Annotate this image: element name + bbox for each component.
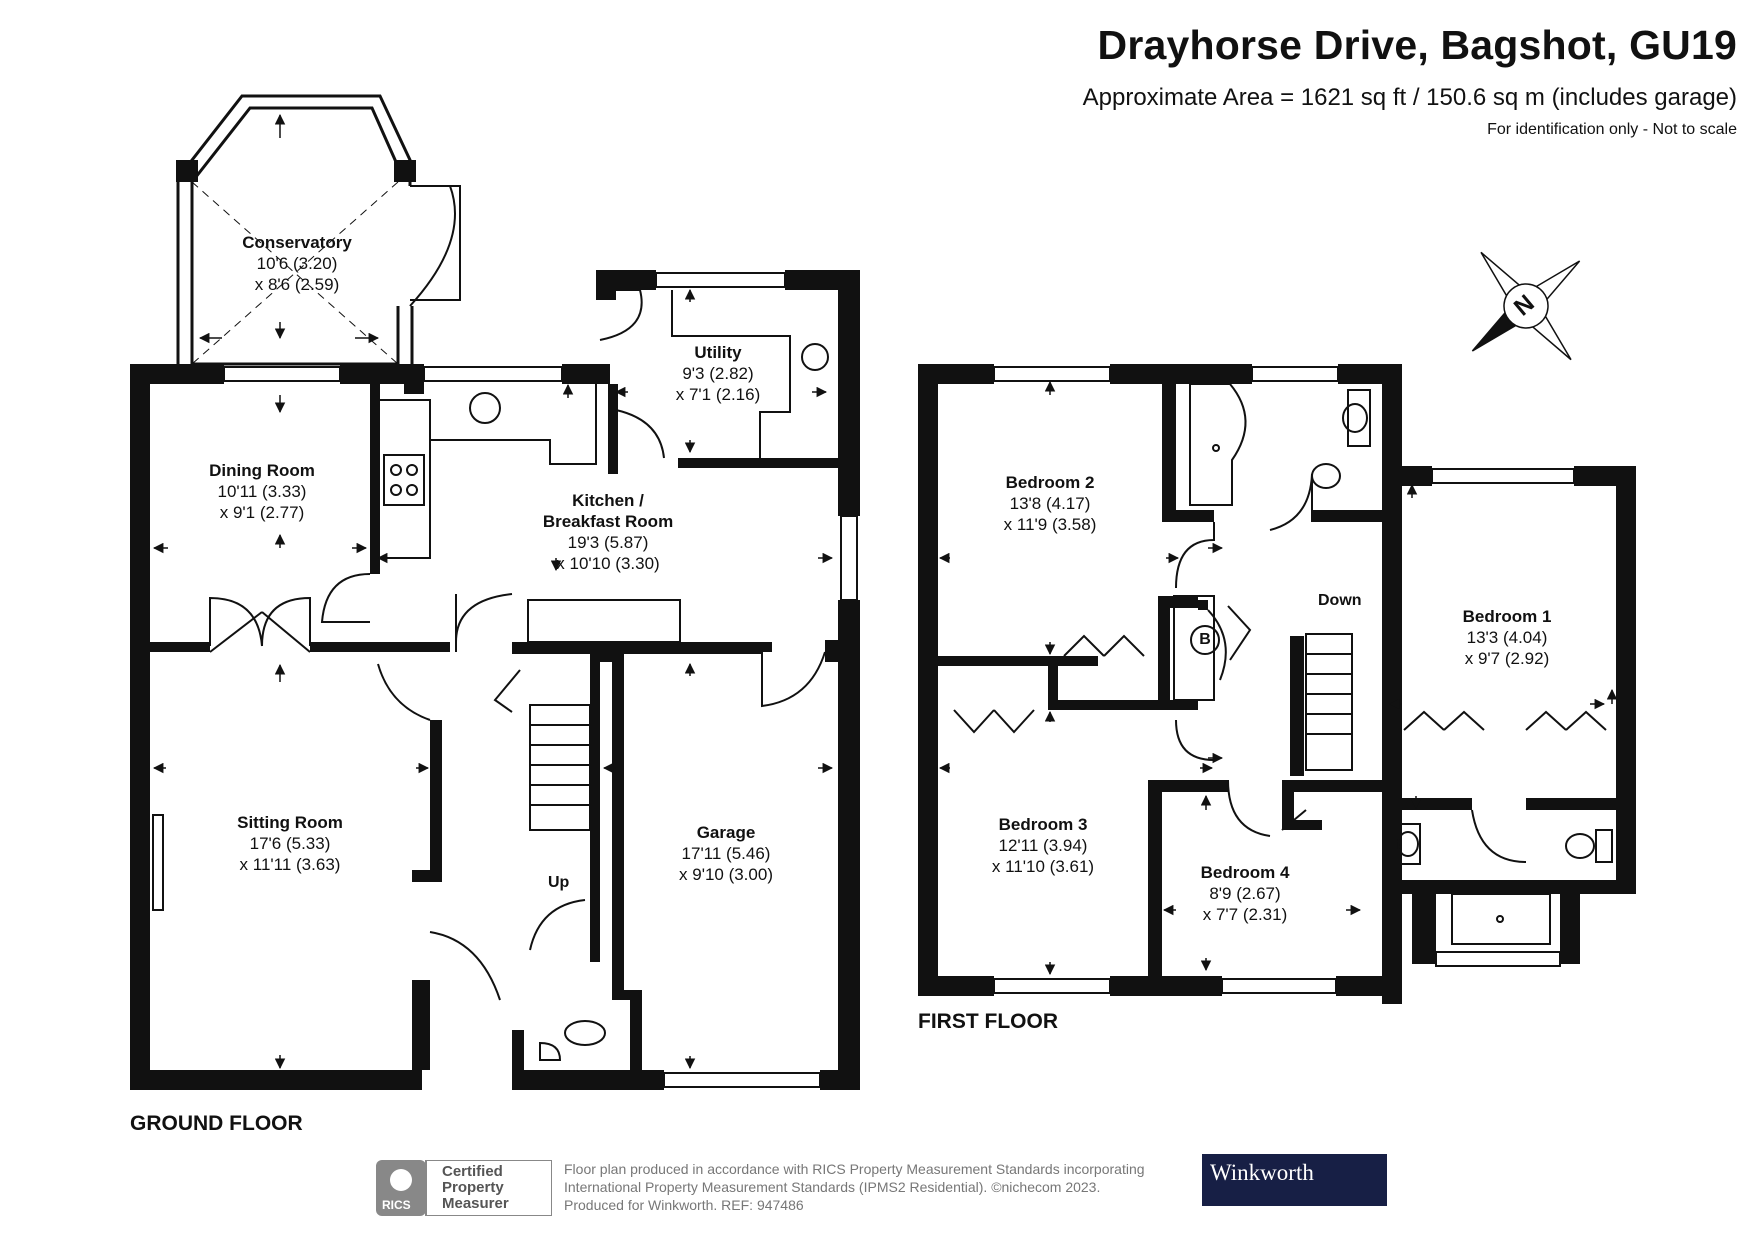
room-name: Conservatory xyxy=(242,233,352,252)
first-floor-label: FIRST FLOOR xyxy=(918,1010,1058,1033)
room-name: Kitchen / xyxy=(572,491,644,510)
ground-floor-walls xyxy=(130,270,860,1090)
first-floor-doors xyxy=(953,473,1607,863)
room-dimension: 13'3 (4.04) xyxy=(1466,628,1548,647)
first-floor-walls xyxy=(918,364,1636,1004)
footer-line: International Property Measurement Stand… xyxy=(564,1179,1101,1195)
room-dimension: x 10'10 (3.30) xyxy=(556,554,660,573)
room-dimension: x 7'1 (2.16) xyxy=(675,385,761,404)
badge-line: Property xyxy=(442,1179,504,1196)
room-dimension: 17'6 (5.33) xyxy=(249,834,331,853)
footer-line: Produced for Winkworth. REF: 947486 xyxy=(564,1197,804,1213)
room-dimension: x 11'10 (3.61) xyxy=(991,857,1095,876)
compass-rose xyxy=(1471,251,1581,361)
room-name: Breakfast Room xyxy=(542,512,674,531)
ground-floor-label: GROUND FLOOR xyxy=(130,1112,303,1135)
room-dimension: x 11'9 (3.58) xyxy=(1003,515,1097,534)
room-utility: Utility 9'3 (2.82) x 7'1 (2.16) xyxy=(676,342,761,405)
room-sitting: Sitting Room 17'6 (5.33) x 11'11 (3.63) xyxy=(237,812,343,875)
room-bedroom-1: Bedroom 1 13'3 (4.04) x 9'7 (2.92) xyxy=(1463,606,1552,669)
room-name: Bedroom 2 xyxy=(1005,473,1095,492)
room-dimension: 19'3 (5.87) xyxy=(567,533,649,552)
room-dimension: x 9'1 (2.77) xyxy=(219,503,305,522)
boiler-symbol: B xyxy=(1190,625,1220,655)
room-dimension: 13'8 (4.17) xyxy=(1009,494,1091,513)
room-dimension: 9'3 (2.82) xyxy=(682,364,754,383)
room-name: Garage xyxy=(696,823,756,842)
room-bedroom-3: Bedroom 3 12'11 (3.94) x 11'10 (3.61) xyxy=(992,814,1094,877)
stairs-down-label: Down xyxy=(1318,592,1362,609)
approximate-area: Approximate Area = 1621 sq ft / 150.6 sq… xyxy=(1082,84,1737,111)
footer-line: Floor plan produced in accordance with R… xyxy=(564,1161,1145,1177)
page-title: Drayhorse Drive, Bagshot, GU19 xyxy=(1097,22,1737,68)
room-bedroom-2: Bedroom 2 13'8 (4.17) x 11'9 (3.58) xyxy=(1004,472,1097,535)
room-dimension: 8'9 (2.67) xyxy=(1209,884,1281,903)
room-bedroom-4: Bedroom 4 8'9 (2.67) x 7'7 (2.31) xyxy=(1201,862,1290,925)
rics-certified-badge: RICS Certified Property Measurer xyxy=(376,1159,553,1217)
room-dining: Dining Room 10'11 (3.33) x 9'1 (2.77) xyxy=(209,460,315,523)
badge-line: Certified xyxy=(442,1163,503,1180)
room-dimension: x 9'7 (2.92) xyxy=(1464,649,1550,668)
room-dimension: x 7'7 (2.31) xyxy=(1202,905,1288,924)
room-garage: Garage 17'11 (5.46) x 9'10 (3.00) xyxy=(679,822,773,885)
room-dimension: 17'11 (5.46) xyxy=(681,844,771,863)
ground-floor-doors xyxy=(209,289,826,1001)
stairs-up-label: Up xyxy=(548,874,570,891)
room-dimension: x 8'6 (2.59) xyxy=(254,275,340,294)
brand-name: Winkworth xyxy=(1210,1160,1314,1185)
first-floor-windows xyxy=(993,366,1575,994)
room-name: Bedroom 4 xyxy=(1200,863,1290,882)
winkworth-logo: Winkworth xyxy=(1202,1154,1387,1206)
conservatory-frame xyxy=(176,94,461,366)
room-dimension: x 11'11 (3.63) xyxy=(239,855,341,874)
room-conservatory: Conservatory 10'6 (3.20) x 8'6 (2.59) xyxy=(242,232,352,295)
room-name: Bedroom 3 xyxy=(998,815,1088,834)
room-name: Bedroom 1 xyxy=(1462,607,1552,626)
ground-floor-windows xyxy=(152,272,858,1088)
room-name: Dining Room xyxy=(209,461,315,480)
room-kitchen: Kitchen / Breakfast Room 19'3 (5.87) x 1… xyxy=(543,490,673,574)
room-dimension: 10'11 (3.33) xyxy=(217,482,307,501)
room-dimension: x 9'10 (3.00) xyxy=(679,865,773,884)
identification-note: For identification only - Not to scale xyxy=(1487,121,1737,138)
badge-line: Measurer xyxy=(442,1195,509,1212)
room-dimension: 12'11 (3.94) xyxy=(998,836,1088,855)
room-name: Utility xyxy=(694,343,742,362)
room-dimension: 10'6 (3.20) xyxy=(256,254,338,273)
ground-floor-fittings xyxy=(380,290,829,1061)
footer-disclaimer: Floor plan produced in accordance with R… xyxy=(564,1160,1145,1214)
rics-wordmark: RICS xyxy=(382,1198,411,1212)
room-name: Sitting Room xyxy=(237,813,343,832)
